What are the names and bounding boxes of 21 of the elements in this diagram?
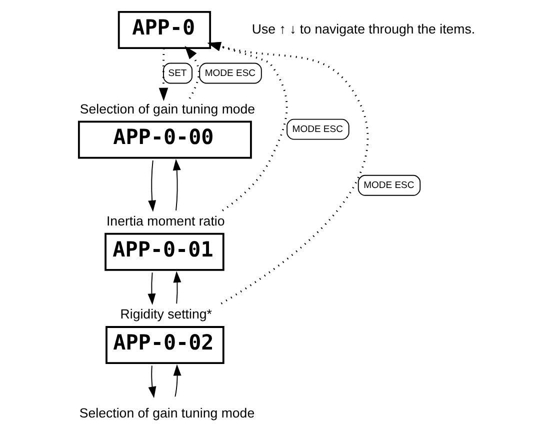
arrow bbox=[173, 271, 182, 304]
arrow bbox=[148, 160, 156, 212]
node-label: Inertia moment ratio bbox=[106, 213, 225, 228]
node-box: APP-0-00 bbox=[78, 120, 252, 159]
node-label: Selection of gain tuning mode bbox=[80, 101, 256, 116]
arrow bbox=[172, 158, 181, 211]
node-box: APP-0-01 bbox=[104, 232, 224, 271]
edge-label: MODE ESC bbox=[364, 180, 414, 192]
label: Use ↑ ↓ to navigate through the items. bbox=[252, 22, 476, 37]
arrow bbox=[158, 48, 168, 102]
node-box: APP-0-02 bbox=[106, 326, 224, 364]
edge-label: MODE ESC bbox=[292, 124, 343, 136]
edge-label: SET bbox=[168, 68, 187, 80]
node-label: Rigidity setting* bbox=[120, 306, 212, 322]
arrow bbox=[173, 364, 182, 398]
arrow bbox=[148, 272, 156, 305]
node-text: Selection of gain tuning mode bbox=[79, 405, 255, 420]
arrow bbox=[148, 365, 156, 398]
edge-label: MODE ESC bbox=[204, 68, 256, 80]
arrow bbox=[184, 46, 200, 99]
node-box: APP-0 bbox=[118, 10, 212, 49]
